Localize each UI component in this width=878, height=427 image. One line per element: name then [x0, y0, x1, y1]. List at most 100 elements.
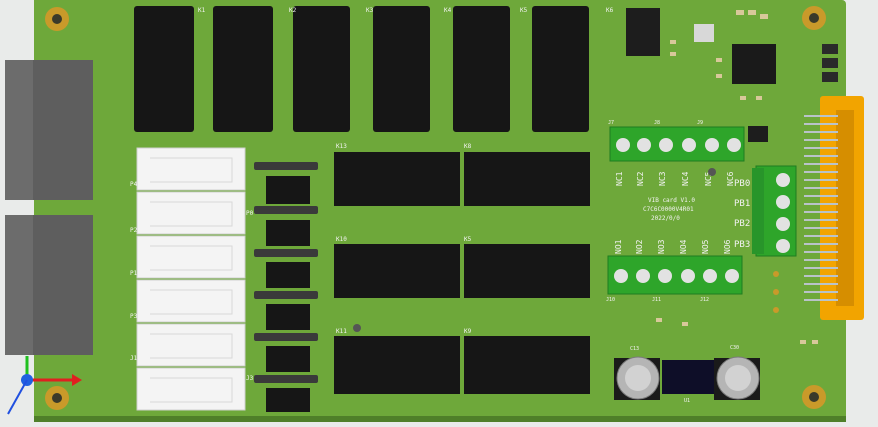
top-relay-labels: K1 K2 K3 K4 K5 K6 — [198, 7, 614, 14]
relay — [373, 6, 430, 132]
ic-label: U1 — [684, 398, 690, 404]
relay — [532, 6, 589, 132]
via-marker — [353, 324, 361, 332]
relay-label: K6 — [606, 7, 614, 14]
relay — [453, 6, 510, 132]
nc-label: NC2 — [636, 171, 645, 186]
mount-hole-inner — [52, 14, 62, 24]
via-marker — [708, 168, 716, 176]
header-pin — [822, 44, 838, 54]
title-line-1: VIB card V1.0 — [648, 197, 695, 204]
small-relay — [266, 262, 310, 288]
relay-label: K10 — [336, 236, 347, 243]
title-line-3: 2022/0/0 — [651, 215, 680, 222]
pin-header — [822, 44, 838, 82]
edge-connector-slot — [836, 110, 854, 306]
header-pin — [822, 58, 838, 68]
inductor — [662, 360, 714, 394]
terminal-screw — [727, 138, 741, 152]
no-label: NO2 — [635, 239, 644, 254]
relay-label: K13 — [336, 143, 347, 150]
nc-label: NC1 — [615, 171, 624, 186]
smd-part — [670, 40, 676, 44]
capacitor-top — [725, 365, 751, 391]
terminal-block-nc-screws — [616, 138, 741, 152]
mount-holes — [45, 6, 826, 410]
small-relay — [266, 304, 310, 330]
pb-labels: PB0 PB1 PB2 PB3 — [734, 179, 750, 250]
smd-part — [756, 96, 762, 100]
axis-z — [7, 379, 28, 415]
cap-labels: C13 C30 U1 — [630, 345, 739, 404]
cap-label: C13 — [630, 346, 639, 352]
nc-label: NC6 — [726, 171, 735, 186]
white-connector — [136, 191, 246, 235]
block-label: J8 — [654, 120, 660, 126]
relay — [464, 152, 590, 206]
relay — [134, 6, 194, 132]
white-connector — [136, 235, 246, 279]
terminal-screw — [636, 269, 650, 283]
small-relay — [266, 176, 310, 204]
smd-part — [656, 318, 662, 322]
axis-x-arrow — [72, 374, 82, 386]
mcu-ic — [732, 44, 776, 84]
middle-relay-labels: K13 K8 K10 K5 K11 K9 — [336, 143, 472, 335]
relay — [213, 6, 273, 132]
no-label: NO6 — [723, 239, 732, 254]
white-connector-inner-lines — [150, 157, 233, 403]
mount-hole-inner — [52, 393, 62, 403]
smd-part — [800, 340, 806, 344]
terminal-screw — [658, 269, 672, 283]
no-labels: NO1 NO2 NO3 NO4 NO5 NO6 — [614, 239, 732, 254]
white-connector — [136, 323, 246, 367]
middle-relays — [334, 152, 590, 394]
terminal-block-pb-base — [752, 168, 764, 254]
relay-label: K5 — [520, 7, 528, 14]
smd-part — [812, 340, 818, 344]
relay — [334, 244, 460, 298]
relay-label: K11 — [336, 328, 347, 335]
terminal-block-no — [607, 255, 743, 295]
pb-label: PB3 — [734, 240, 750, 250]
relay-label: K9 — [464, 328, 472, 335]
relay — [334, 152, 460, 206]
no-label: NO4 — [679, 239, 688, 254]
block-label: J12 — [700, 297, 709, 303]
terminal-screw — [614, 269, 628, 283]
left-edge-connector-top-side — [5, 60, 33, 200]
left-connector-labels: P4 P0 P2 P1 P3 J1 J3 — [130, 181, 254, 382]
terminal-screw — [703, 269, 717, 283]
capacitor-top — [625, 365, 651, 391]
header-pin — [822, 72, 838, 82]
test-point — [773, 271, 779, 277]
terminal-screw — [776, 239, 790, 253]
connector-label: J1 — [130, 355, 138, 362]
relay — [293, 6, 350, 132]
nc-label: NC5 — [704, 171, 713, 186]
terminal-screw — [681, 269, 695, 283]
crystal — [694, 24, 714, 42]
relay — [334, 336, 460, 394]
terminal-block-no-screws — [614, 269, 739, 283]
pb-label: PB2 — [734, 219, 750, 229]
small-component-bar — [254, 375, 318, 383]
block-label: J7 — [608, 120, 614, 126]
relay — [464, 336, 590, 394]
soic-ic — [626, 8, 660, 56]
axis-gizmo — [7, 356, 82, 415]
connector-label: P3 — [130, 313, 138, 320]
small-component-bar — [254, 162, 318, 170]
connector-outline — [150, 157, 233, 183]
left-white-connectors — [136, 147, 246, 411]
connector-label: P4 — [130, 181, 138, 188]
white-connector — [136, 279, 246, 323]
small-component-bar — [254, 291, 318, 299]
terminal-screw — [776, 195, 790, 209]
small-ic — [748, 126, 768, 142]
smd-part — [740, 96, 746, 100]
top-relays — [134, 6, 589, 132]
smd-part — [736, 10, 744, 15]
smd-part — [682, 322, 688, 326]
test-point — [773, 289, 779, 295]
